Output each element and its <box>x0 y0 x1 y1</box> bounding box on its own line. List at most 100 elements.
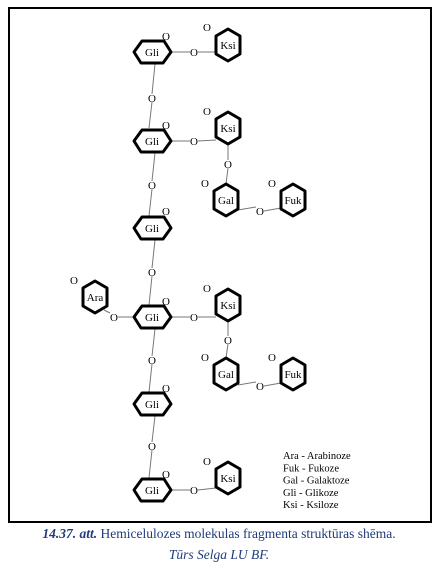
bridge-oxygen-label: O <box>110 312 118 324</box>
bridge-oxygen-label: O <box>148 441 156 453</box>
legend-entry: Ksi - Ksiloze <box>283 500 339 511</box>
glycosidic-bond-line <box>148 188 153 217</box>
ring-hexagon <box>132 391 173 417</box>
sugar-unit-ksi2: O Ksi <box>203 106 242 146</box>
bridge-oxygen-label: O <box>148 267 156 279</box>
bridge-oxygen-label: O <box>256 206 264 218</box>
sugar-unit-label: Ara <box>87 292 104 304</box>
glycosidic-bond-line <box>151 63 156 95</box>
glycosidic-bond-line <box>151 415 156 443</box>
ring-hexagon <box>214 287 242 323</box>
glycosidic-bond-line <box>148 363 153 393</box>
sugar-unit-ksi1: O Ksi <box>203 22 242 63</box>
ring-hexagon <box>212 182 240 218</box>
sugar-unit-label: Gli <box>145 136 159 148</box>
glycosidic-bond-line <box>225 167 229 185</box>
sugar-unit-label: Ksi <box>220 473 235 485</box>
sugar-unit-label: Gli <box>145 399 159 411</box>
bridge-oxygen-label: O <box>148 180 156 192</box>
ring-oxygen-label: O <box>162 296 170 308</box>
bridge-oxygen-label: O <box>224 335 232 347</box>
sugar-unit-label: Ksi <box>220 123 235 135</box>
ring-hexagon <box>81 279 109 315</box>
ring-hexagon <box>132 215 173 241</box>
sugar-unit-label: Fuk <box>284 369 302 381</box>
ring-hexagon <box>214 27 242 63</box>
sugar-unit-gal2: O Gal <box>201 352 240 392</box>
ring-oxygen-label: O <box>162 383 170 395</box>
ring-oxygen-label: O <box>203 106 211 118</box>
glycosidic-bond-line <box>197 487 217 491</box>
bridge-oxygen-label: O <box>256 381 264 393</box>
glycosidic-bond-line <box>263 207 282 212</box>
ring-hexagon <box>212 356 240 392</box>
ring-oxygen-label: O <box>162 31 170 43</box>
ring-oxygen-label: O <box>162 120 170 132</box>
ring-oxygen-label: O <box>203 22 211 34</box>
legend-entry: Gal - Galaktoze <box>283 476 350 487</box>
ring-hexagon <box>279 356 307 392</box>
glycosidic-bond-line <box>148 275 153 306</box>
ring-oxygen-label: O <box>268 178 276 190</box>
glycosidic-bond-line <box>103 309 111 314</box>
ring-oxygen-label: O <box>203 283 211 295</box>
glycosidic-bond-line <box>237 206 257 211</box>
ring-oxygen-label: O <box>203 456 211 468</box>
sugar-unit-label: Gli <box>145 47 159 59</box>
glycosidic-bond-line <box>151 239 156 269</box>
bridge-oxygen-label: O <box>190 47 198 59</box>
bridge-oxygen-label: O <box>190 136 198 148</box>
bridge-oxygen-label: O <box>148 355 156 367</box>
glycosidic-bond-line <box>148 101 153 129</box>
legend-entry: Gli - Glikoze <box>283 488 339 499</box>
figure-credit: Tūrs Selga LU BF. <box>168 547 270 562</box>
sugar-unit-ara: O Ara <box>70 275 109 315</box>
sugar-unit-label: Gli <box>145 312 159 324</box>
glycosidic-bond-line <box>197 139 217 142</box>
caption-text: Hemicelulozes molekulas fragmenta strukt… <box>97 526 396 541</box>
sugar-unit-ksi4: O Ksi <box>203 456 242 496</box>
figure-number: 14.37. att. <box>42 526 98 541</box>
glycosidic-bond-line <box>237 381 257 386</box>
bridge-oxygen-label: O <box>190 312 198 324</box>
sugar-unit-label: Gal <box>218 369 234 381</box>
bridge-oxygen-label: O <box>224 159 232 171</box>
ring-oxygen-label: O <box>268 352 276 364</box>
ring-hexagon <box>132 477 173 503</box>
ring-hexagon <box>279 182 307 218</box>
ring-hexagon <box>214 110 242 146</box>
ring-hexagon <box>132 128 173 154</box>
ring-oxygen-label: O <box>162 206 170 218</box>
sugar-unit-label: Gal <box>218 195 234 207</box>
bridge-oxygen-label: O <box>190 485 198 497</box>
ring-hexagon <box>132 39 173 65</box>
glycosidic-bond-line <box>148 449 153 479</box>
sugar-unit-fuk2: O Fuk <box>268 352 307 392</box>
sugar-unit-label: Gli <box>145 485 159 497</box>
ring-oxygen-label: O <box>70 275 78 287</box>
legend-entry: Fuk - Fukoze <box>283 463 339 474</box>
bridge-oxygen-label: O <box>148 93 156 105</box>
glycosidic-bond-line <box>263 382 282 387</box>
ring-hexagon <box>214 460 242 496</box>
sugar-unit-label: Ksi <box>220 300 235 312</box>
figure-caption: 14.37. att. Hemicelulozes molekulas frag… <box>0 526 438 542</box>
sugar-unit-ksi3: O Ksi <box>203 283 242 323</box>
ring-oxygen-label: O <box>201 352 209 364</box>
glycosidic-bond-line <box>151 328 156 357</box>
sugar-unit-fuk1: O Fuk <box>268 178 307 218</box>
sugar-unit-label: Fuk <box>284 195 302 207</box>
glycosidic-bond-line <box>225 343 229 359</box>
legend-entry: Ara - Arabinoze <box>283 451 351 462</box>
glycosidic-bond-line <box>151 152 156 182</box>
diagram-frame <box>8 7 432 523</box>
sugar-unit-label: Ksi <box>220 40 235 52</box>
